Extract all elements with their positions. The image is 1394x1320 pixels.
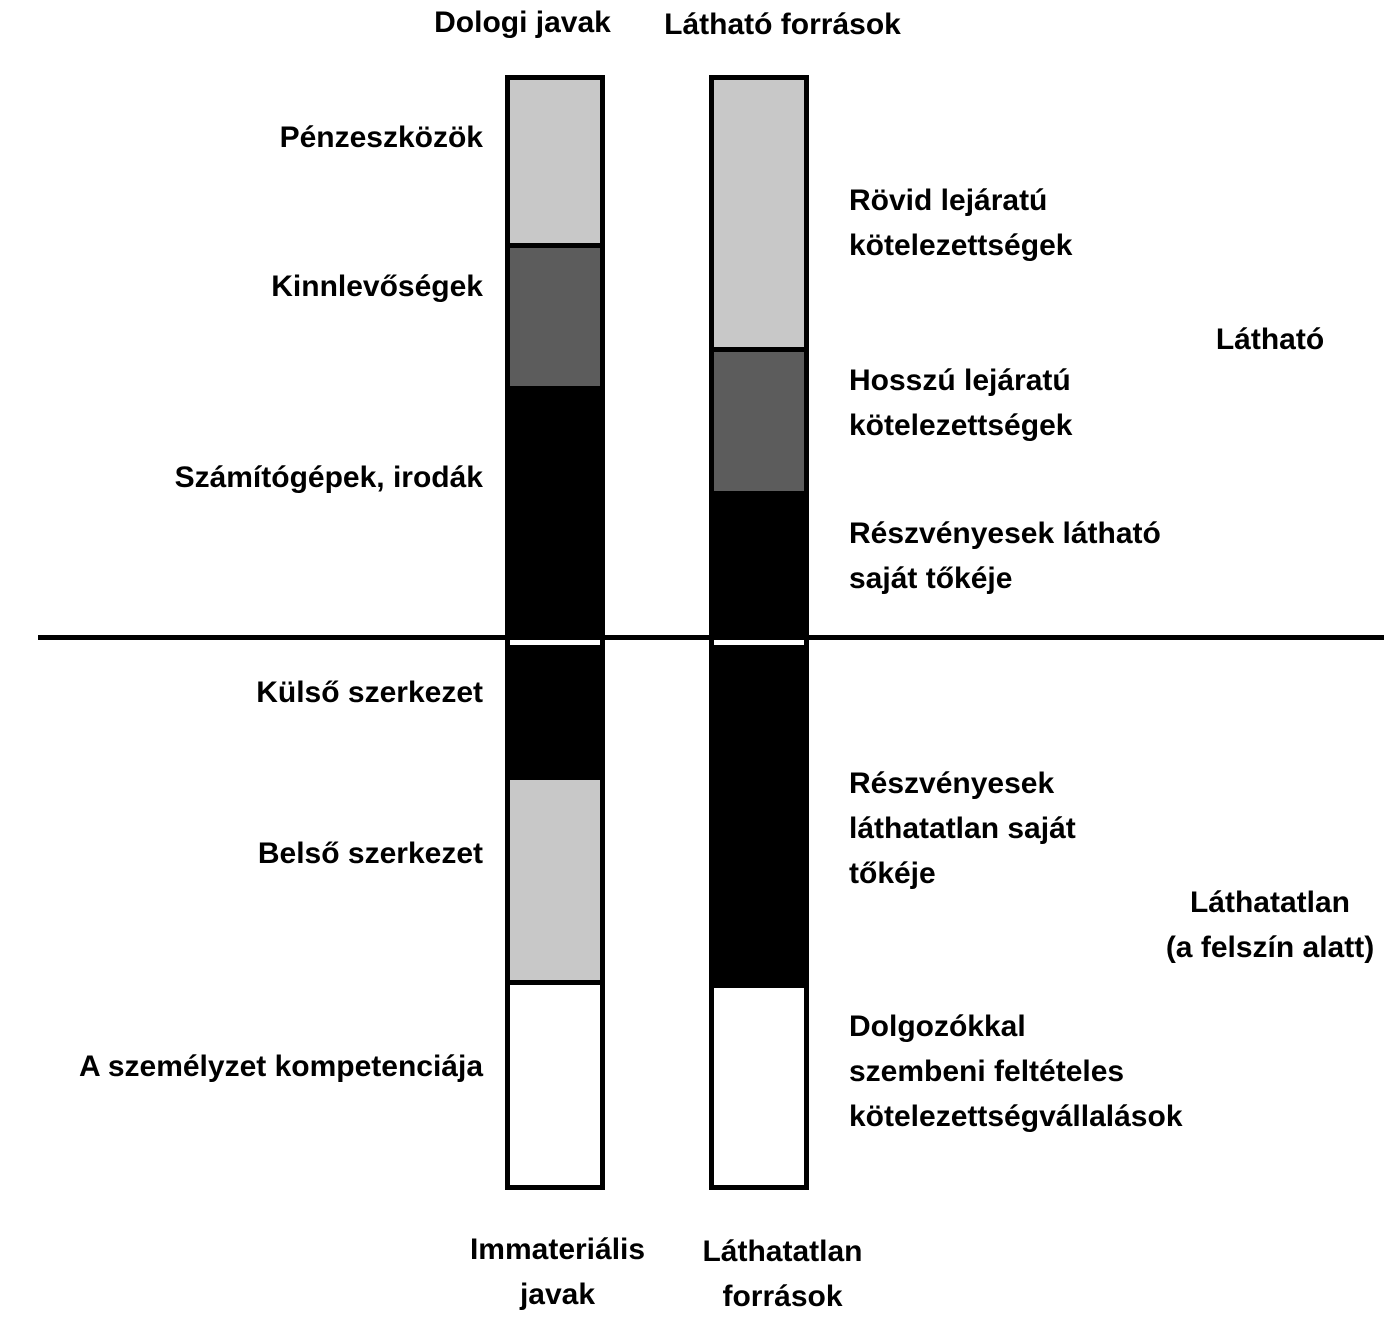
segment-external-structure (510, 645, 600, 780)
label-cash: Pénzeszközök (279, 121, 483, 154)
footer-intangible-assets: Immateriális javak (469, 1233, 646, 1311)
label-long-term-liabilities: Hosszú lejáratú kötelezettségek (849, 364, 1073, 442)
segment-visible-equity (714, 491, 804, 636)
label-short-term-liabilities: Rövid lejáratú kötelezettségek (849, 184, 1073, 262)
footer-invisible-sources: Láthatatlan források (702, 1235, 863, 1313)
segment-long-term-liabilities (714, 352, 804, 491)
segment-invisible-equity (714, 645, 804, 988)
segment-employee-commitments (714, 988, 804, 1185)
segment-cash (510, 80, 600, 248)
label-employee-commitments: Dolgozókkal szembeni feltételes köteleze… (849, 1010, 1183, 1133)
zone-visible-label: Látható (1215, 323, 1325, 356)
label-computers-offices: Számítógépek, irodák (174, 461, 483, 494)
label-internal-structure: Belső szerkezet (257, 837, 483, 870)
label-external-structure: Külső szerkezet (256, 676, 483, 709)
surface-line (38, 635, 1384, 640)
label-receivables: Kinnlevőségek (271, 270, 483, 303)
zone-invisible-label: Láthatatlan (a felszín alatt) (1165, 886, 1375, 964)
segment-internal-structure (510, 780, 600, 985)
label-invisible-equity: Részvényesek láthatatlan saját tőkéje (849, 767, 1076, 890)
segment-receivables (510, 248, 600, 386)
right-source-bar (709, 75, 809, 1190)
segment-computers-offices (510, 386, 600, 636)
header-tangible-assets: Dologi javak (434, 6, 611, 39)
segment-short-term-liabilities (714, 80, 804, 352)
label-visible-equity: Részvényesek látható saját tőkéje (849, 517, 1161, 595)
segment-staff-competence (510, 985, 600, 1185)
label-staff-competence: A személyzet kompetenciája (78, 1050, 483, 1083)
left-asset-bar (505, 75, 605, 1190)
header-visible-sources: Látható források (664, 8, 901, 41)
